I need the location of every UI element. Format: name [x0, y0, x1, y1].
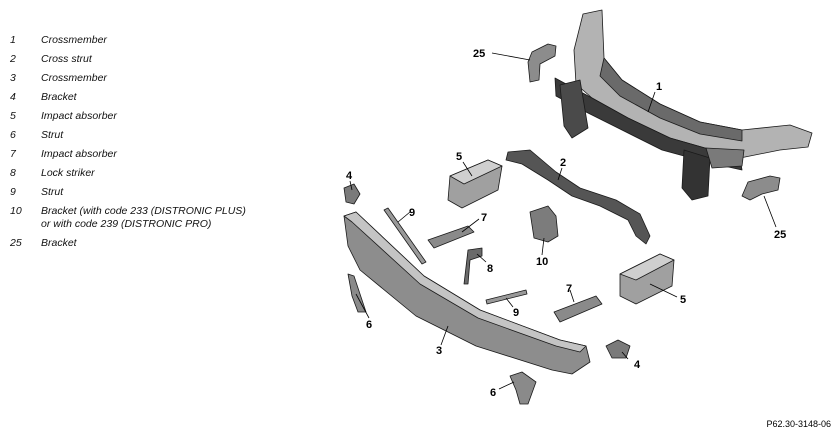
callout-6: 6	[366, 319, 372, 331]
part-impact-absorber-lower	[619, 253, 675, 305]
part-bracket-25-upper	[527, 43, 557, 83]
part-bracket-4-right	[605, 339, 631, 359]
callout-8: 8	[487, 263, 493, 275]
part-strut-6-bottom	[509, 371, 537, 405]
callout-7: 7	[566, 283, 572, 295]
callout-6: 6	[490, 387, 496, 399]
callout-4: 4	[346, 170, 353, 182]
callout-5: 5	[680, 294, 686, 306]
callout-7: 7	[481, 212, 487, 224]
part-bracket-4-left	[343, 183, 361, 205]
callout-3: 3	[436, 345, 442, 357]
part-strut-9-lower	[485, 289, 528, 305]
callout-5: 5	[456, 151, 462, 163]
callout-labels: 1 2 3 4 4 5 5 6 6 7 7 8 9 9 10 25 25	[346, 48, 786, 399]
part-strut-6-left	[347, 273, 367, 313]
part-impact-absorber-7-left	[427, 225, 475, 249]
callout-10: 10	[536, 256, 548, 268]
callout-4: 4	[634, 359, 641, 371]
part-cross-strut	[505, 149, 651, 245]
leader-lines	[349, 52, 777, 390]
figure-reference-code: P62.30-3148-06	[766, 419, 831, 429]
part-impact-absorber-upper	[447, 159, 503, 209]
callout-1: 1	[656, 81, 662, 93]
part-strut-9-left	[383, 207, 427, 265]
part-crossmember-lower	[343, 211, 591, 375]
part-lock-striker	[463, 247, 483, 285]
part-impact-absorber-7-right	[553, 295, 603, 323]
callout-9: 9	[513, 307, 519, 319]
part-bracket-25-right	[741, 175, 781, 201]
callout-25: 25	[774, 229, 786, 241]
callout-9: 9	[409, 207, 415, 219]
part-crossmember-upper	[554, 9, 813, 201]
callout-25: 25	[473, 48, 485, 60]
part-bracket-10	[529, 205, 559, 243]
callout-2: 2	[560, 157, 566, 169]
